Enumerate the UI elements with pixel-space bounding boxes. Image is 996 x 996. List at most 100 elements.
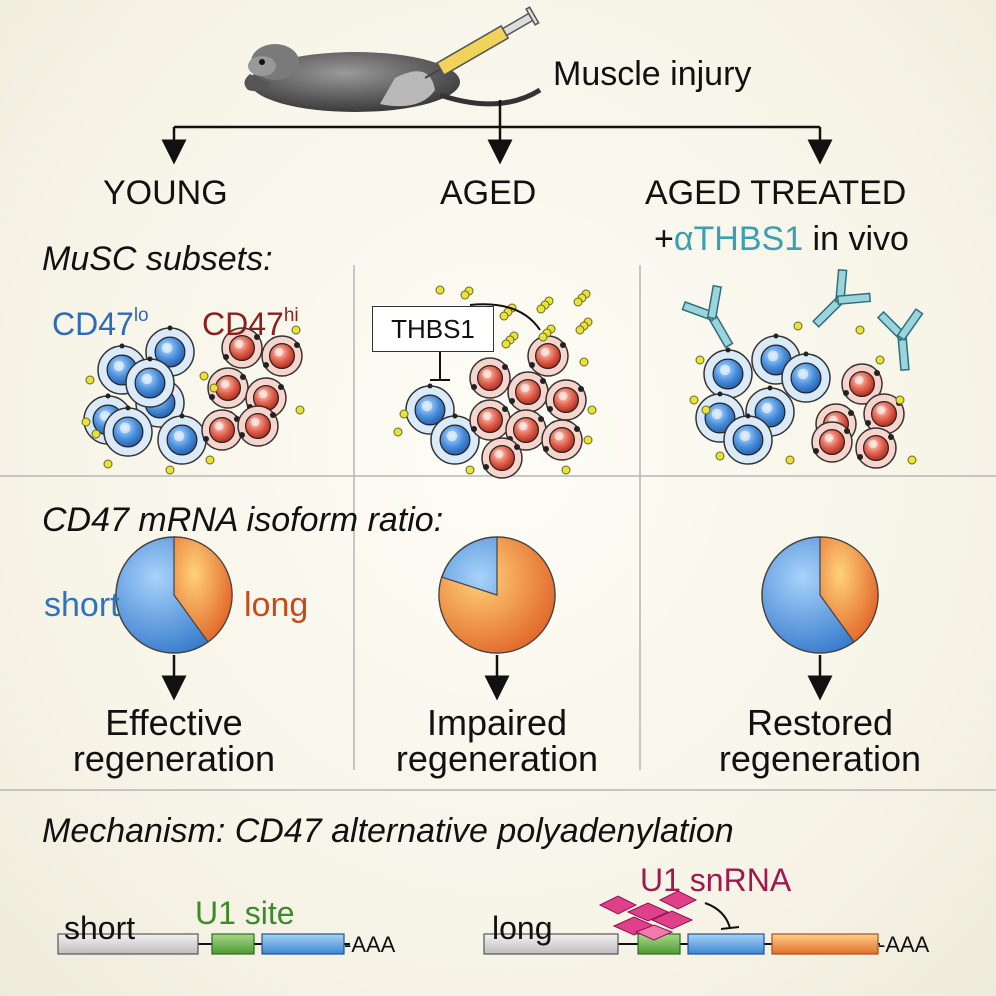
anti-thbs1-antibody: [681, 284, 734, 349]
treatment-suffix: in vivo: [803, 220, 909, 258]
long-polya-label: -AAA: [878, 932, 930, 957]
cd47lo-cell: [723, 413, 773, 465]
u1-inhibition-arrow: [704, 902, 740, 930]
pie-charts: [115, 536, 879, 654]
cd47hi-cell: [237, 405, 279, 447]
mouse-illustration: [244, 44, 542, 112]
cd47lo-cell: [430, 413, 480, 465]
cd47lo-cell: [781, 351, 831, 403]
long-gene-model: [483, 890, 880, 955]
thbs1-ligand-dot: [579, 357, 589, 367]
u1-site-label: U1 site: [195, 895, 295, 931]
cd47hi-cell: [221, 327, 263, 369]
thbs1-ligand-dot: [501, 339, 511, 349]
thbs1-ligand-dot: [393, 427, 403, 437]
u1-snrna-label: U1 snRNA: [640, 862, 792, 898]
thbs1-ligand-dot: [460, 290, 470, 300]
pie-chart-0: [115, 536, 233, 654]
outcome-aged-line1: Impaired: [426, 702, 568, 743]
u1-snrna-molecules: [598, 890, 698, 941]
short-gene-label: short: [64, 910, 136, 946]
cd47hi-cell: [201, 409, 243, 451]
cd47hi-cell: [841, 363, 883, 405]
thbs1-ligand-dot: [209, 383, 219, 393]
cd47hi-cell: [855, 427, 897, 469]
thbs1-ligand-dot: [499, 311, 509, 321]
thbs1-ligand-dot: [199, 371, 209, 381]
branch-connector: [161, 100, 833, 165]
thbs1-ligand-dot: [701, 405, 711, 415]
long-extended-utr-box: [771, 933, 879, 955]
treatment-agent: αTHBS1: [673, 220, 804, 258]
cd47hi-cell: [507, 371, 549, 413]
outcome-young-line1: Effective: [105, 702, 243, 743]
cd47hi-base: CD47: [202, 306, 284, 342]
column-young-title: YOUNG: [103, 174, 228, 212]
thbs1-ligand-dot: [689, 395, 699, 405]
thbs1-ligand-dot: [295, 405, 305, 415]
pie-slice-long: [173, 536, 233, 643]
pie-chart-2: [761, 536, 879, 654]
musc-subsets-heading: MuSC subsets:: [42, 240, 273, 278]
short-utr-box: [57, 933, 199, 955]
treatment-prefix: +: [654, 220, 674, 258]
thbs1-ligand-dot: [575, 325, 585, 335]
anti-thbs1-antibody: [876, 308, 924, 372]
cd47lo-cell: [703, 347, 753, 399]
panel-grid: [0, 265, 996, 791]
thbs1-box: THBS1: [372, 306, 494, 352]
cd47hi-cell: [261, 335, 303, 377]
thbs1-ligand-dot: [573, 297, 583, 307]
cd47hi-cell: [541, 419, 583, 461]
cd47hi-cell: [527, 335, 569, 377]
outcome-young-line2: regeneration: [72, 738, 276, 779]
cd47hi-cell: [863, 393, 905, 435]
cd47hi-cell: [481, 437, 523, 479]
cd47lo-cell: [103, 405, 153, 457]
thbs1-ligand-dot: [205, 455, 215, 465]
thbs1-ligand-dot: [103, 459, 113, 469]
pie-slice-long: [819, 536, 879, 643]
thbs1-ligand-dot: [165, 465, 175, 475]
short-u1-site-box: [211, 933, 255, 955]
thbs1-ligand-dot: [91, 429, 101, 439]
thbs1-ligand-dot: [793, 321, 803, 331]
cd47lo-label: CD47lo: [52, 306, 149, 340]
cd47hi-cell: [811, 421, 853, 463]
thbs1-ligand-dot: [291, 325, 301, 335]
cd47lo-base: CD47: [52, 306, 134, 342]
cd47hi-label: CD47hi: [202, 306, 299, 340]
short-gene-model: [57, 933, 350, 955]
cd47hi-cell: [469, 357, 511, 399]
thbs1-ligand-dot: [715, 451, 725, 461]
antibody-group: [681, 268, 924, 372]
treatment-label: +αTHBS1 in vivo: [654, 222, 909, 256]
column-treated-title: AGED TREATED: [645, 174, 907, 212]
short-coding-box: [261, 933, 345, 955]
long-coding-box: [687, 933, 765, 955]
thbs1-ligand-dot: [785, 455, 795, 465]
young-cell-cluster: [81, 325, 305, 475]
outcome-treated-line1: Restored: [746, 702, 894, 743]
column-aged-title: AGED: [440, 174, 537, 212]
muscle-injury-label: Muscle injury: [553, 55, 752, 93]
long-utr-box: [483, 933, 619, 955]
thbs1-inhibition-arrow: [430, 303, 541, 381]
thbs1-ligand-dot: [855, 325, 865, 335]
thbs1-ligand-dot: [399, 409, 409, 419]
thbs1-ligand-dot: [81, 417, 91, 427]
thbs1-ligand-dot: [85, 375, 95, 385]
mechanism-heading: Mechanism: CD47 alternative polyadenylat…: [42, 812, 734, 850]
thbs1-ligand-dot: [895, 395, 905, 405]
pie-chart-1: [438, 536, 556, 654]
cd47hi-cell: [469, 399, 511, 441]
cd47lo-cell: [157, 413, 207, 465]
outcome-arrows: [161, 655, 833, 701]
cd47lo-cell: [125, 356, 175, 408]
short-isoform-label: short: [44, 586, 120, 624]
